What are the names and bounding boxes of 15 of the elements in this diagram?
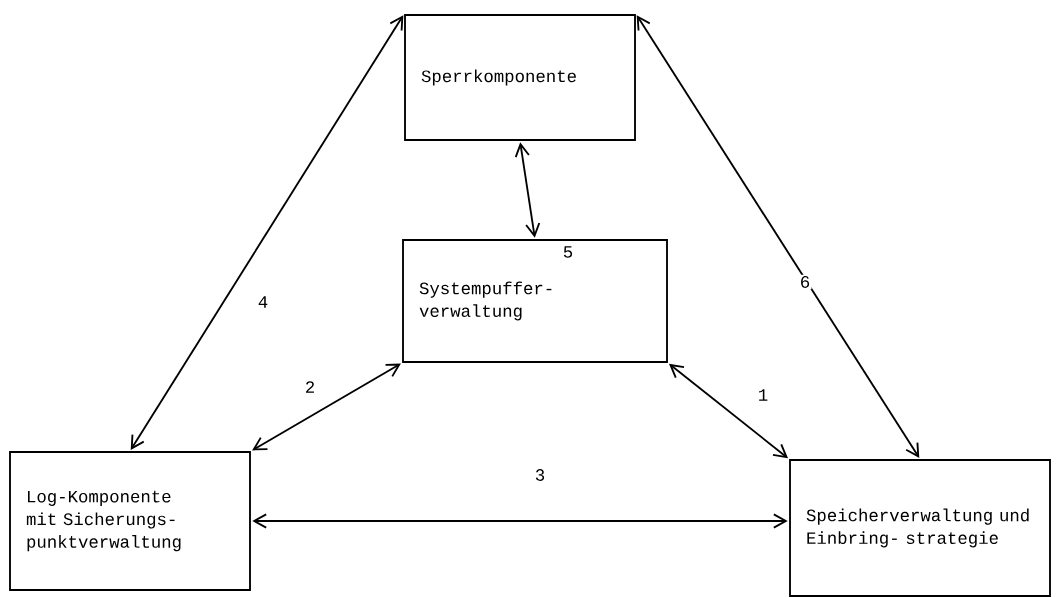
edge-label: 4: [256, 294, 270, 310]
edge-label: 2: [303, 379, 317, 395]
arrow: [252, 513, 788, 529]
arrow: [514, 142, 541, 238]
edge-label: 3: [533, 467, 547, 483]
process-box: Sperrkomponente: [404, 14, 636, 141]
process-box: Speicherverwaltung und Einbring- strategie: [789, 459, 1051, 597]
process-box: Log-Komponente mit Sicherungs- punktverwaltung: [9, 451, 251, 591]
edge-label: 6: [798, 274, 812, 290]
edge-label: 1: [756, 387, 770, 403]
arrow: [252, 363, 401, 451]
arrow: [130, 15, 404, 450]
arrow: [636, 15, 920, 458]
arrow: [669, 363, 789, 459]
edge-label: 5: [561, 244, 575, 260]
